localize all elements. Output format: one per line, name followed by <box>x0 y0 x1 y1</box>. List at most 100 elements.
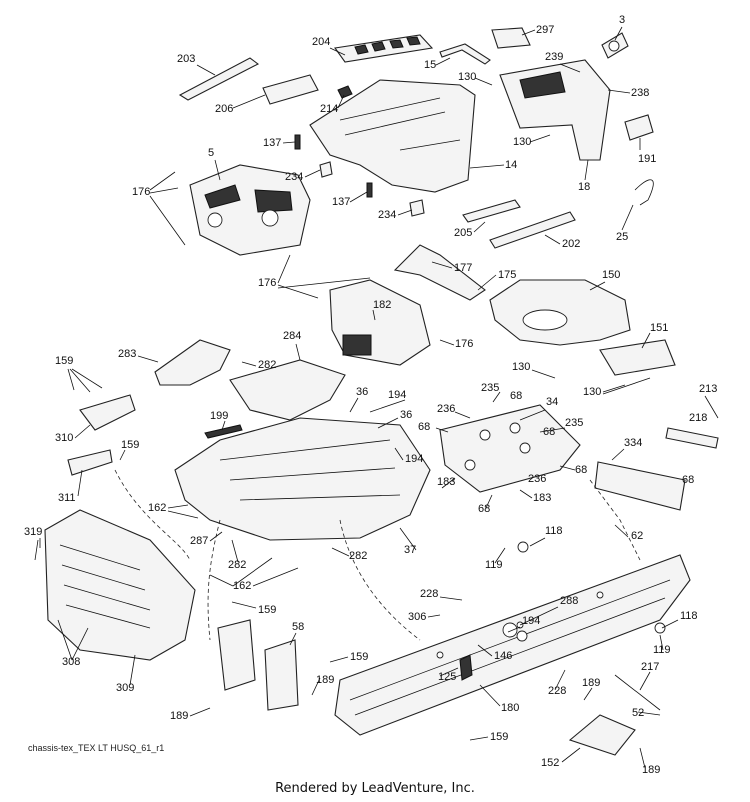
callout-204: 204 <box>312 36 330 48</box>
callout-213: 213 <box>699 383 717 395</box>
part-strip <box>439 43 491 65</box>
callout-236: 236 <box>437 403 455 415</box>
callout-235: 235 <box>481 382 499 394</box>
callout-334: 334 <box>624 437 642 449</box>
part-hood <box>309 79 476 193</box>
callout-159: 159 <box>490 731 508 743</box>
part-rod <box>614 674 661 711</box>
callout-238: 238 <box>631 87 649 99</box>
callout-68: 68 <box>682 474 694 486</box>
callout-130: 130 <box>458 71 476 83</box>
callout-203: 203 <box>177 53 195 65</box>
callout-68: 68 <box>510 390 522 402</box>
callout-282: 282 <box>228 559 246 571</box>
callout-68: 68 <box>575 464 587 476</box>
part-bushing <box>502 622 518 638</box>
callout-150: 150 <box>602 269 620 281</box>
callout-194: 194 <box>388 389 406 401</box>
callout-37: 37 <box>404 544 416 556</box>
callout-175: 175 <box>498 269 516 281</box>
callout-218: 218 <box>689 412 707 424</box>
callout-58: 58 <box>292 621 304 633</box>
callout-3: 3 <box>619 14 625 26</box>
callout-118: 118 <box>680 610 698 622</box>
part-headlight-housing <box>262 74 319 105</box>
callout-62: 62 <box>631 530 643 542</box>
callout-151: 151 <box>650 322 668 334</box>
callout-311: 311 <box>58 492 76 504</box>
callout-283: 283 <box>118 348 136 360</box>
callout-159: 159 <box>350 651 368 663</box>
callout-288: 288 <box>560 595 578 607</box>
callout-284: 284 <box>283 330 301 342</box>
callout-189: 189 <box>642 764 660 776</box>
part-pad <box>319 161 333 178</box>
callout-176: 176 <box>258 277 276 289</box>
callout-199: 199 <box>210 410 228 422</box>
callout-130: 130 <box>512 361 530 373</box>
callout-14: 14 <box>505 159 517 171</box>
callout-176: 176 <box>455 338 473 350</box>
callout-5: 5 <box>208 147 214 159</box>
callout-306: 306 <box>408 611 426 623</box>
callout-162: 162 <box>148 502 166 514</box>
diagram-caption: chassis-tex_TEX LT HUSQ_61_r1 <box>28 743 165 753</box>
part-grille-strip <box>462 199 521 223</box>
part-washer <box>517 541 529 553</box>
callout-68: 68 <box>418 421 430 433</box>
part-grille-bar <box>178 57 260 101</box>
callout-15: 15 <box>424 59 436 71</box>
callout-130: 130 <box>583 386 601 398</box>
callout-183: 183 <box>437 476 455 488</box>
part-bracket-311 <box>67 449 113 476</box>
callout-176: 176 <box>132 186 150 198</box>
callout-52: 52 <box>632 707 644 719</box>
callout-130: 130 <box>513 136 531 148</box>
part-front-grille <box>44 509 196 661</box>
callout-236: 236 <box>528 473 546 485</box>
callout-235: 235 <box>565 417 583 429</box>
callout-297: 297 <box>536 24 554 36</box>
part-clip <box>337 85 353 99</box>
callout-205: 205 <box>454 227 472 239</box>
part-bracket-58 <box>217 619 256 691</box>
callout-118: 118 <box>545 525 563 537</box>
callout-68: 68 <box>478 503 490 515</box>
part-bracket <box>393 244 486 301</box>
callout-18: 18 <box>578 181 590 193</box>
callout-182: 182 <box>373 299 391 311</box>
callout-152: 152 <box>541 757 559 769</box>
callout-310: 310 <box>55 432 73 444</box>
callout-308: 308 <box>62 656 80 668</box>
part-post <box>294 134 301 150</box>
callout-282: 282 <box>349 550 367 562</box>
callout-287: 287 <box>190 535 208 547</box>
callout-214: 214 <box>320 103 338 115</box>
callout-68: 68 <box>543 426 555 438</box>
part-pad-front <box>624 114 654 141</box>
part-cable <box>634 179 654 206</box>
callout-137: 137 <box>332 196 350 208</box>
callout-282: 282 <box>258 359 276 371</box>
callout-125: 125 <box>438 671 456 683</box>
callout-217: 217 <box>641 661 659 673</box>
callout-labels: 203 204 297 3 15 239 130 238 206 214 137… <box>24 14 717 776</box>
part-bracket-310 <box>79 394 136 431</box>
callout-189: 189 <box>316 674 334 686</box>
callout-34: 34 <box>546 396 558 408</box>
callout-228: 228 <box>420 588 438 600</box>
callout-191: 191 <box>638 153 656 165</box>
callout-119: 119 <box>485 559 503 571</box>
part-bracket-125 <box>459 654 473 681</box>
callout-137: 137 <box>263 137 281 149</box>
callout-206: 206 <box>215 103 233 115</box>
callout-234: 234 <box>378 209 396 221</box>
callout-239: 239 <box>545 51 563 63</box>
callout-36: 36 <box>400 409 412 421</box>
part-side-bracket <box>599 339 676 376</box>
part-rear-fender <box>229 359 346 421</box>
part-plate <box>439 404 581 493</box>
callout-189: 189 <box>582 677 600 689</box>
part-bar-334 <box>594 461 686 511</box>
callout-228: 228 <box>548 685 566 697</box>
